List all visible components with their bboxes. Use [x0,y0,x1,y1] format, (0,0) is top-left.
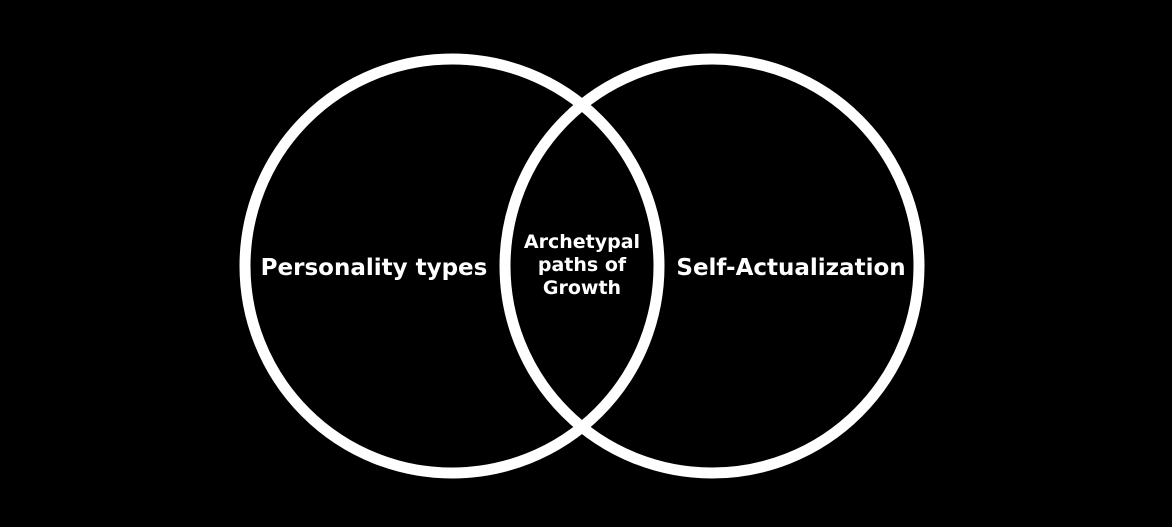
circle-right [499,53,925,479]
label-intersection-line-3: Growth [543,277,621,299]
label-intersection-line-2: paths of [538,254,627,276]
label-personality-types: Personality types [261,255,488,281]
label-self-actualization: Self-Actualization [676,255,905,281]
label-intersection-line-1: Archetypal [524,231,640,253]
circle-left [239,53,665,479]
